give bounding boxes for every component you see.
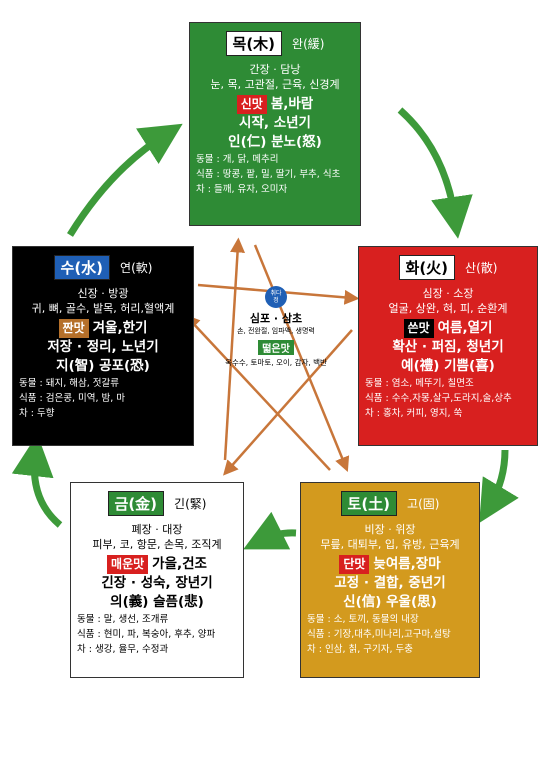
earth-virtue: 신(信) 우울(思) bbox=[343, 594, 437, 610]
cycle-arrow-wood-fire bbox=[397, 107, 473, 239]
wood-animals: 동물 : 개, 닭, 메추리 bbox=[196, 154, 279, 165]
earth-quality: 고(固) bbox=[407, 497, 440, 511]
metal-teas: 차 : 생강, 율무, 수정과 bbox=[77, 644, 169, 655]
fire-teas: 차 : 홍차, 커피, 영지, 쑥 bbox=[365, 408, 463, 419]
control-arrow-wood-earth bbox=[253, 244, 350, 472]
wood-organs: 간장 · 담낭 bbox=[249, 63, 301, 76]
fire-taste: 쓴맛 bbox=[403, 319, 434, 338]
wood-taste: 신맛 bbox=[236, 95, 267, 114]
cycle-arrow-earth-metal bbox=[243, 511, 297, 550]
wood-phase: 시작, 소년기 bbox=[239, 115, 311, 131]
cycle-arrow-water-wood bbox=[67, 123, 183, 237]
metal-box: 금(金) 긴(緊) 폐장 · 대장 피부, 코, 항문, 손목, 조직계 매운맛… bbox=[70, 482, 244, 678]
earth-box: 토(土) 고(固) 비장 · 위장 무릎, 대퇴부, 입, 유방, 근육계 단맛… bbox=[300, 482, 480, 678]
center-taste: 떫은맛 bbox=[258, 340, 294, 355]
control-arrow-earth-water bbox=[184, 314, 331, 471]
water-element: 수(水) bbox=[53, 255, 111, 280]
wood-teas: 차 : 들깨, 유자, 오미자 bbox=[196, 184, 288, 195]
center-parts: 손, 전완절, 임파액, 생명력 bbox=[237, 327, 315, 335]
earth-element: 토(土) bbox=[340, 491, 398, 516]
earth-organs: 비장 · 위장 bbox=[364, 523, 416, 536]
fire-phase: 확산 · 퍼짐, 청년기 bbox=[392, 339, 504, 355]
center-badge: 취다 정 bbox=[265, 286, 287, 308]
fire-element: 화(火) bbox=[398, 255, 456, 280]
water-phase: 저장 · 정리, 노년기 bbox=[47, 339, 159, 355]
fire-season: 여름,열기 bbox=[437, 320, 493, 336]
wood-season: 봄,바람 bbox=[270, 96, 314, 112]
fire-organs: 심장 · 소장 bbox=[422, 287, 474, 300]
earth-phase: 고정 · 결합, 중년기 bbox=[334, 575, 446, 591]
water-virtue: 지(智) 공포(恐) bbox=[56, 358, 150, 374]
water-organs: 신장 · 방광 bbox=[77, 287, 129, 300]
control-arrow-metal-wood bbox=[223, 237, 246, 461]
center-foods: 옥수수, 토마토, 오이, 감자, 백반 bbox=[225, 358, 327, 367]
earth-season: 늦여름,장마 bbox=[373, 556, 441, 572]
wood-parts: 눈, 목, 고관절, 근육, 신경계 bbox=[210, 78, 340, 91]
cycle-arrow-fire-earth bbox=[479, 449, 519, 524]
earth-foods: 식품 : 기장,대추,미나리,고구마,설탕 bbox=[307, 629, 451, 640]
metal-foods: 식품 : 현미, 파, 복숭아, 후추, 양파 bbox=[77, 629, 216, 640]
metal-phase: 긴장 · 성숙, 장년기 bbox=[101, 575, 213, 591]
water-animals: 동물 : 돼지, 해삼, 젓갈류 bbox=[19, 378, 119, 389]
fire-parts: 얼굴, 상완, 혀, 피, 순환계 bbox=[388, 302, 508, 315]
water-parts: 귀, 뼈, 골수, 발목, 허리,혈액계 bbox=[31, 302, 175, 315]
water-quality: 연(軟) bbox=[120, 261, 153, 275]
metal-virtue: 의(義) 슬픔(悲) bbox=[110, 594, 204, 610]
center-block: 취다 정 심포 · 삼초 손, 전완절, 임파액, 생명력 떫은맛 옥수수, 토… bbox=[208, 286, 344, 378]
center-organs: 심포 · 삼초 bbox=[249, 312, 303, 325]
control-arrow-fire-metal bbox=[223, 329, 353, 476]
water-taste: 짠맛 bbox=[58, 319, 89, 338]
water-teas: 차 : 두향 bbox=[19, 408, 55, 419]
metal-taste: 매운맛 bbox=[107, 555, 149, 574]
earth-teas: 차 : 인삼, 칡, 구기자, 두충 bbox=[307, 644, 414, 655]
wood-quality: 완(緩) bbox=[292, 37, 325, 51]
water-season: 겨울,한기 bbox=[92, 320, 148, 336]
metal-animals: 동물 : 말, 생선, 조개류 bbox=[77, 614, 169, 625]
fire-foods: 식품 : 수수,자몽,살구,도라지,술,상추 bbox=[365, 393, 512, 404]
earth-animals: 동물 : 소, 토끼, 동물의 내장 bbox=[307, 614, 419, 625]
earth-parts: 무릎, 대퇴부, 입, 유방, 근육계 bbox=[320, 538, 460, 551]
fire-animals: 동물 : 염소, 메뚜기, 칠면조 bbox=[365, 378, 474, 389]
fire-quality: 산(散) bbox=[465, 261, 498, 275]
cycle-arrow-metal-water bbox=[11, 434, 63, 528]
earth-taste: 단맛 bbox=[339, 555, 370, 574]
wood-foods: 식품 : 땅콩, 팥, 밀, 딸기, 부추, 식초 bbox=[196, 169, 341, 180]
metal-element: 금(金) bbox=[107, 491, 165, 516]
water-foods: 식품 : 검은콩, 미역, 밤, 마 bbox=[19, 393, 126, 404]
metal-season: 가을,건조 bbox=[152, 556, 207, 572]
fire-virtue: 예(禮) 기쁨(喜) bbox=[401, 358, 495, 374]
metal-quality: 긴(緊) bbox=[174, 497, 207, 511]
metal-parts: 피부, 코, 항문, 손목, 조직계 bbox=[92, 538, 222, 551]
wood-element: 목(木) bbox=[225, 31, 283, 56]
wood-virtue: 인(仁) 분노(怒) bbox=[228, 134, 322, 150]
metal-organs: 폐장 · 대장 bbox=[131, 523, 183, 536]
water-box: 수(水) 연(軟) 신장 · 방광 귀, 뼈, 골수, 발목, 허리,혈액계 짠… bbox=[12, 246, 194, 446]
